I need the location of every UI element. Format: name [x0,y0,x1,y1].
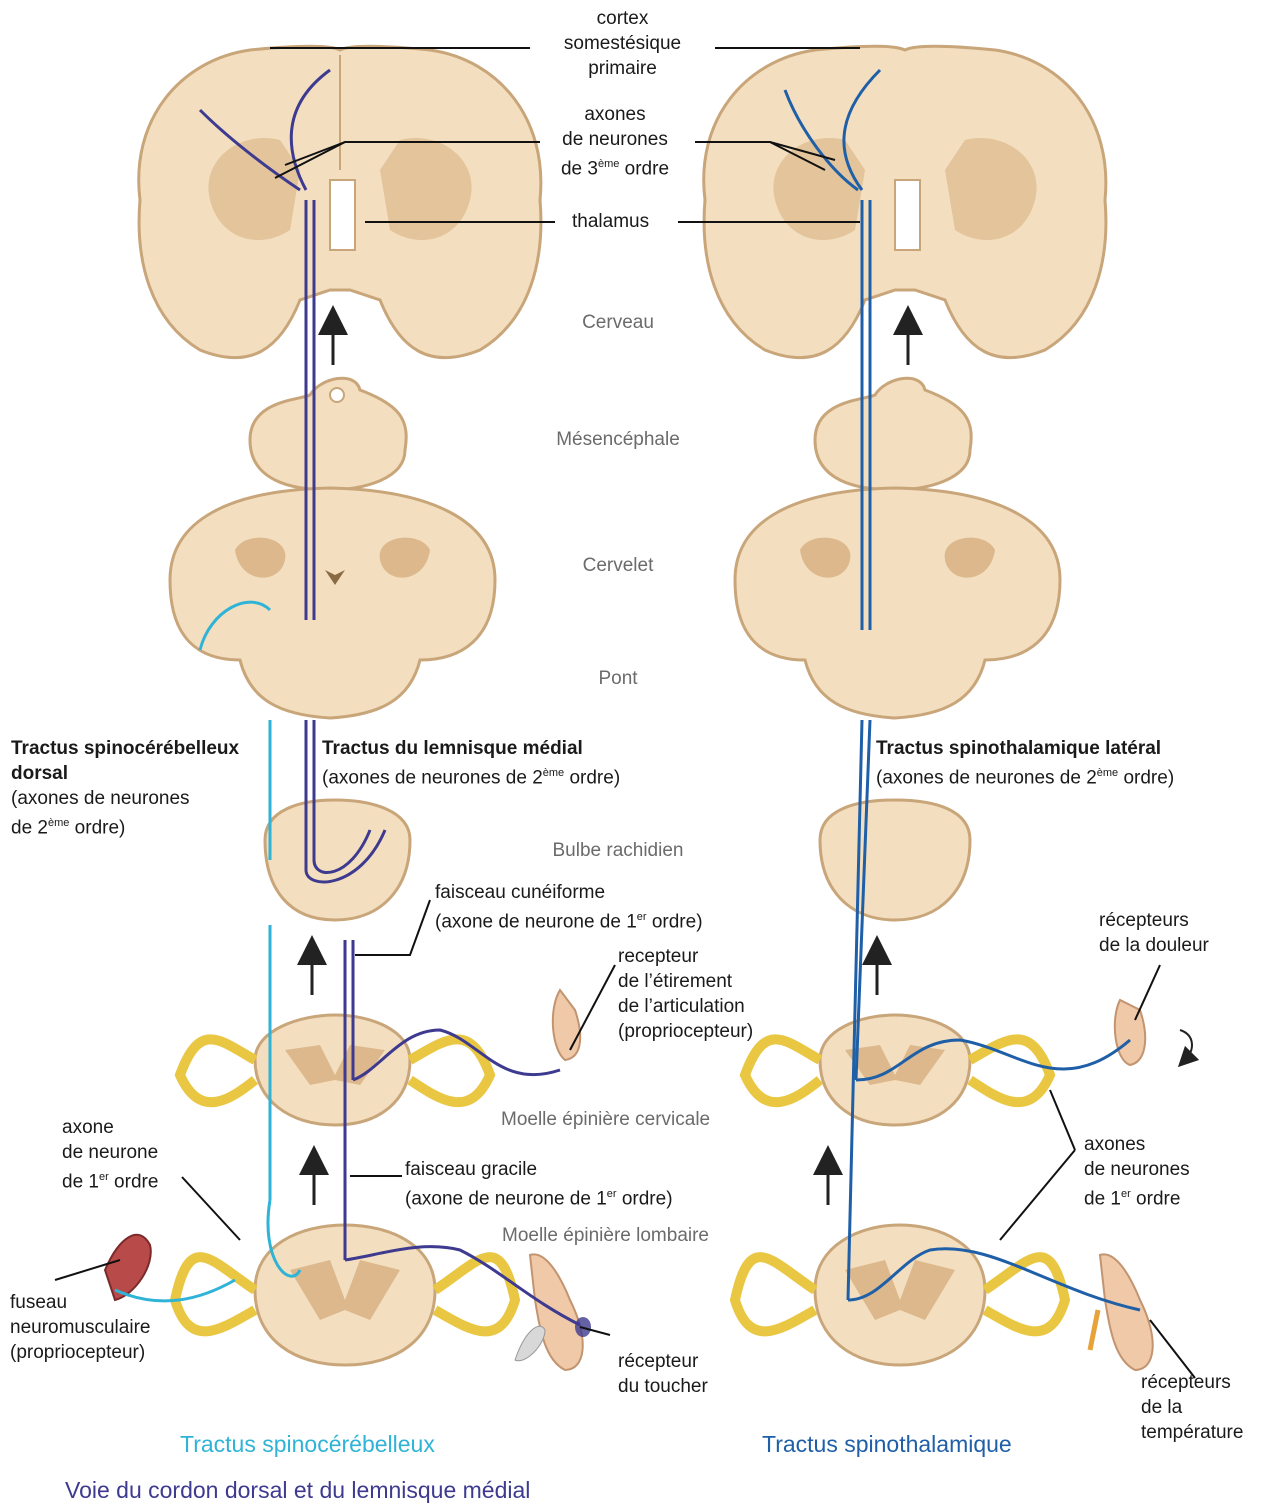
label-douleur-line2: de la douleur [1099,933,1209,958]
label-moelle-lombaire: Moelle épinière lombaire [502,1223,709,1248]
label-stl-sub-pre: (axones de neurones de 2 [876,767,1097,788]
label-axones-3-post: ordre [619,158,669,179]
label-recepteurs-temperature: récepteurs de la température [1141,1370,1243,1445]
label-axones-3-pre: de 3 [561,158,598,179]
label-stl-sub-sup: ème [1097,767,1118,779]
label-cervelet: Cervelet [518,553,718,578]
label-douleur-line1: récepteurs [1099,908,1209,933]
label-faisceau-gracile: faisceau gracile (axone de neurone de 1e… [405,1157,673,1211]
label-scd-title-line2: dorsal [11,761,239,786]
label-ax1-line2: de neurone [62,1140,158,1165]
right-cerebrum [704,46,1106,357]
label-fc-post: ordre) [647,911,703,932]
label-ax1-sup: er [99,1171,109,1183]
label-stl-sub-post: ordre) [1118,767,1174,788]
label-cortex-line1: cortex [540,6,705,31]
label-fc-pre: (axone de neurone de 1 [435,911,637,932]
label-toucher-line2: du toucher [618,1374,708,1399]
label-axones-3-sup: ème [598,158,619,170]
label-moelle-cervicale: Moelle épinière cervicale [501,1107,710,1132]
right-cerebellum-pons [735,488,1060,718]
label-recepteur-toucher: récepteur du toucher [618,1349,708,1399]
caption-spinothalamique: Tractus spinothalamique [762,1431,1012,1458]
label-axr-line3: de 1er ordre [1084,1182,1190,1211]
label-cortex-line2: somestésique [540,31,705,56]
label-axr-line1: axones [1084,1132,1190,1157]
caption-cordon-dorsal: Voie du cordon dorsal et du lemnisque mé… [65,1477,530,1504]
right-medulla [820,800,970,920]
label-axones-3-line2: de neurones [535,127,695,152]
label-lemniscus-tract: Tractus du lemnisque médial (axones de n… [322,736,620,790]
left-cerebrum [139,46,541,357]
label-scd-sub-line1: (axones de neurones [11,786,239,811]
label-lm-sub: (axones de neurones de 2ème ordre) [322,761,620,790]
label-fuseau-line2: neuromusculaire [10,1315,150,1340]
label-axones-3: axones de neurones de 3ème ordre [535,102,695,181]
label-cortex: cortex somestésique primaire [540,6,705,81]
label-rec-line3: de l’articulation [618,994,753,1019]
label-fuseau-line3: (propriocepteur) [10,1340,150,1365]
label-cerveau: Cerveau [518,310,718,335]
label-scd-sub-pre: de 2 [11,817,48,838]
label-fuseau-line1: fuseau [10,1290,150,1315]
label-thalamus: thalamus [572,209,649,234]
label-cortex-line3: primaire [540,56,705,81]
label-lm-sub-post: ordre) [564,767,620,788]
label-bulbe: Bulbe rachidien [508,838,728,863]
label-pont: Pont [518,666,718,691]
label-axr-sup: er [1121,1188,1131,1200]
label-temp-line2: de la [1141,1395,1243,1420]
label-spinothalamic-tract: Tractus spinothalamique latéral (axones … [876,736,1174,790]
label-fg-post: ordre) [617,1188,673,1209]
label-fg-pre: (axone de neurone de 1 [405,1188,607,1209]
caption-spinocerebelleux: Tractus spinocérébelleux [180,1431,435,1458]
label-recepteur-etirement: recepteur de l’étirement de l’articulati… [618,944,753,1044]
label-ax1-line1: axone [62,1115,158,1140]
label-axones-3-line3: de 3ème ordre [535,152,695,181]
label-ax1-line3: de 1er ordre [62,1165,158,1194]
label-scd-title-line1: Tractus spinocérébelleux [11,736,239,761]
label-lm-sub-sup: ème [543,767,564,779]
label-stl-title: Tractus spinothalamique latéral [876,736,1174,761]
label-faisceau-cuneiforme: faisceau cunéiforme (axone de neurone de… [435,880,703,934]
label-fg-line2: (axone de neurone de 1er ordre) [405,1182,673,1211]
label-axones-3-line1: axones [535,102,695,127]
label-axones-1-right: axones de neurones de 1er ordre [1084,1132,1190,1211]
left-cerebellum-pons [170,488,495,718]
label-mesencephale: Mésencéphale [518,427,718,452]
label-lm-title: Tractus du lemnisque médial [322,736,620,761]
label-temp-line3: température [1141,1420,1243,1445]
label-scd-sub-sup: ème [48,817,69,829]
label-axr-pre: de 1 [1084,1188,1121,1209]
label-toucher-line1: récepteur [618,1349,708,1374]
label-fc-sup: er [637,911,647,923]
label-axr-line2: de neurones [1084,1157,1190,1182]
label-rec-line4: (propriocepteur) [618,1019,753,1044]
label-lm-sub-pre: (axones de neurones de 2 [322,767,543,788]
left-medulla [265,800,410,920]
label-spinocerebellar-dorsal: Tractus spinocérébelleux dorsal (axones … [11,736,239,840]
label-ax1-pre: de 1 [62,1171,99,1192]
label-recepteurs-douleur: récepteurs de la douleur [1099,908,1209,958]
label-axr-post: ordre [1131,1188,1181,1209]
label-fc-line2: (axone de neurone de 1er ordre) [435,905,703,934]
right-lumbar-spine [735,1225,1065,1365]
label-fg-line1: faisceau gracile [405,1157,673,1182]
label-ax1-post: ordre [109,1171,159,1192]
right-mesencephalon [815,378,971,490]
right-cervical-spine [745,1015,1050,1125]
label-rec-line1: recepteur [618,944,753,969]
label-scd-sub-line2: de 2ème ordre) [11,811,239,840]
left-mesencephalon [250,378,406,490]
label-temp-line1: récepteurs [1141,1370,1243,1395]
label-scd-sub-post: ordre) [69,817,125,838]
label-fc-line1: faisceau cunéiforme [435,880,703,905]
label-stl-sub: (axones de neurones de 2ème ordre) [876,761,1174,790]
label-axone-1: axone de neurone de 1er ordre [62,1115,158,1194]
label-rec-line2: de l’étirement [618,969,753,994]
spinocerebellar-pathway [115,602,300,1301]
label-fuseau: fuseau neuromusculaire (propriocepteur) [10,1290,150,1365]
label-fg-sup: er [607,1188,617,1200]
